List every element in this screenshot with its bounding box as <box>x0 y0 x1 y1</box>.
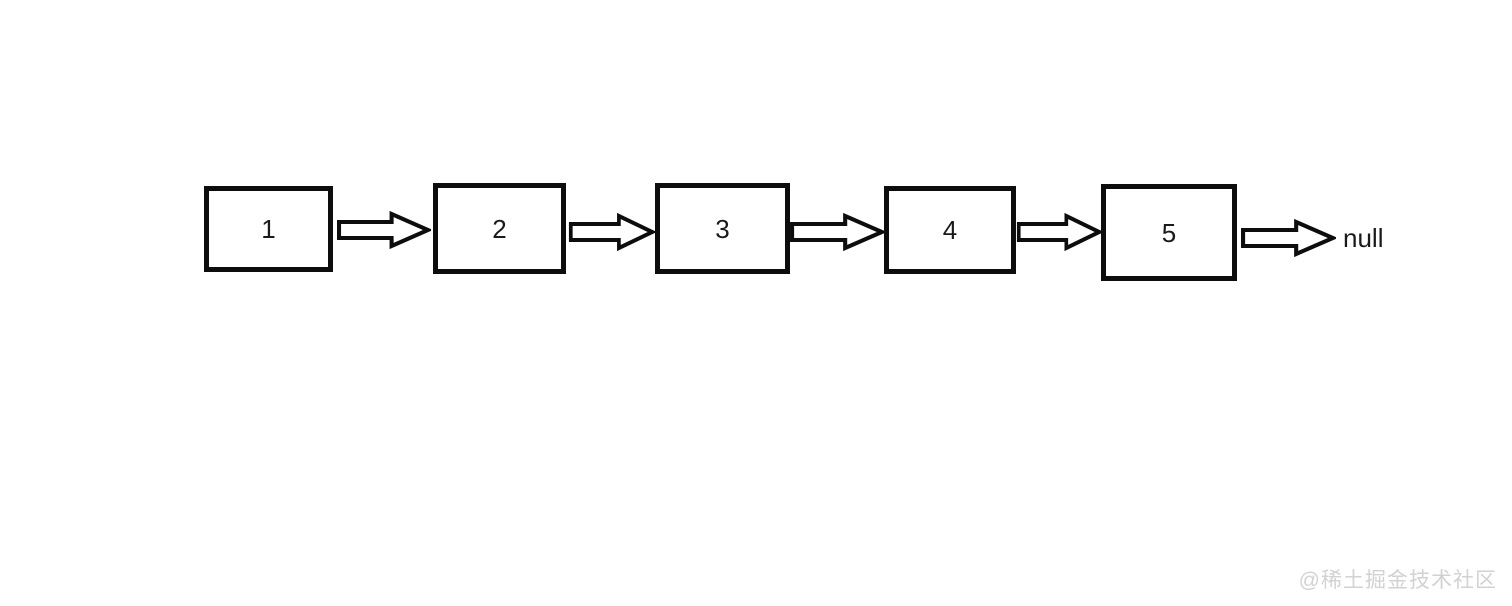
right-arrow-icon <box>336 210 431 250</box>
null-terminator-label: null <box>1343 223 1384 253</box>
list-node-1: 1 <box>204 186 333 272</box>
right-arrow-icon <box>789 212 885 252</box>
node-value: 3 <box>715 213 730 244</box>
right-arrow-icon <box>1016 212 1102 252</box>
list-node-4: 4 <box>884 186 1016 274</box>
node-value: 5 <box>1161 217 1177 248</box>
node-value: 2 <box>492 213 507 244</box>
list-node-3: 3 <box>655 183 790 274</box>
list-node-5: 5 <box>1101 184 1237 281</box>
right-arrow-icon <box>1240 218 1336 258</box>
right-arrow-icon <box>568 212 655 252</box>
list-node-2: 2 <box>433 183 566 274</box>
watermark-text: @稀土掘金技术社区 <box>1298 569 1497 592</box>
node-value: 1 <box>261 214 276 244</box>
node-value: 4 <box>942 215 958 245</box>
